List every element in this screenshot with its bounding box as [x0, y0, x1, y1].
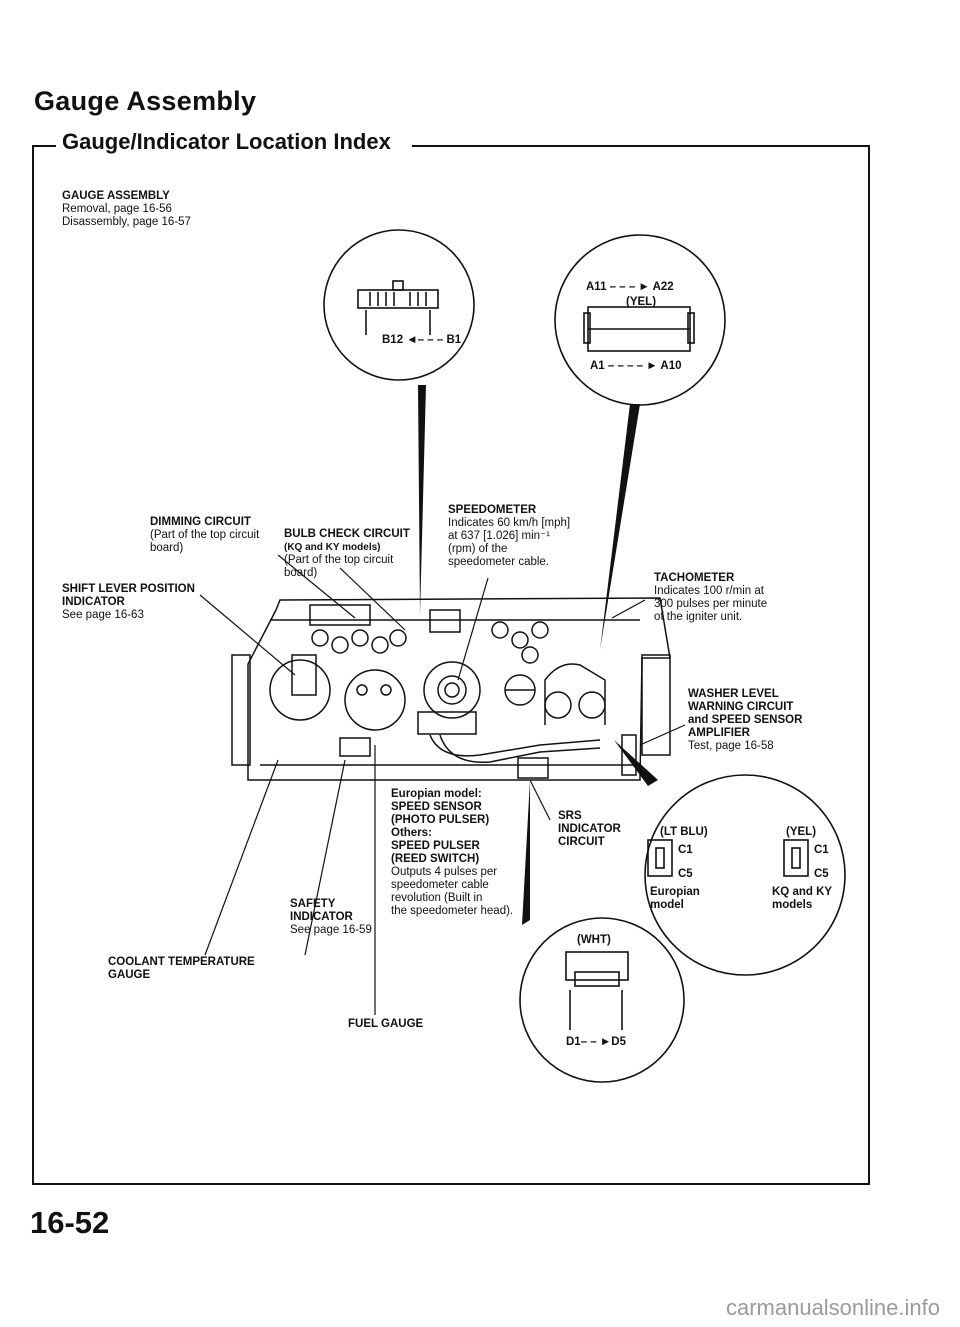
- speed-sensor-h4: Others:: [391, 827, 432, 839]
- shift-lever-label: SHIFT LEVER POSITION INDICATOR See page …: [62, 583, 195, 622]
- bulb-line1: (Part of the top circuit: [284, 554, 394, 566]
- connector-c-left-c5: C5: [678, 868, 693, 880]
- speed-sensor-h2: SPEED SENSOR: [391, 801, 482, 813]
- washer-h2: WARNING CIRCUIT: [688, 701, 794, 713]
- tachometer-line1: Indicates 100 r/min at: [654, 585, 764, 597]
- watermark: carmanualsonline.info: [725, 1295, 940, 1320]
- speedometer-line1: Indicates 60 km/h [mph]: [448, 517, 571, 529]
- tachometer-line3: of the igniter unit.: [654, 611, 743, 623]
- speedometer-line3: (rpm) of the: [448, 543, 508, 555]
- speed-sensor-h3: (PHOTO PULSER): [391, 814, 490, 826]
- connector-d-circle: [519, 917, 685, 1083]
- safety-h2: INDICATOR: [290, 911, 353, 923]
- connector-c-right-c5: C5: [814, 868, 829, 880]
- speed-sensor-h6: (REED SWITCH): [391, 853, 480, 865]
- connector-a-color: (YEL): [626, 296, 657, 308]
- connector-c-circle: [644, 774, 846, 976]
- connector-c-left-color: (LT BLU): [660, 826, 708, 838]
- fuel-gauge-label: FUEL GAUGE: [348, 1018, 424, 1030]
- page-title: Gauge Assembly: [34, 86, 257, 116]
- washer-h4: AMPLIFIER: [688, 727, 750, 739]
- bulb-line2: board): [284, 567, 318, 579]
- connector-c-right-c1: C1: [814, 844, 829, 856]
- speedometer-heading: SPEEDOMETER: [448, 504, 537, 516]
- dimming-heading: DIMMING CIRCUIT: [150, 516, 251, 528]
- safety-h1: SAFETY: [290, 898, 336, 910]
- connector-b-circle: [323, 229, 475, 381]
- gauge-assembly-reference: GAUGE ASSEMBLY Removal, page 16-56 Disas…: [62, 190, 191, 229]
- frame-top-left: [32, 145, 56, 147]
- connector-a-top: A11 – – – ► A22: [586, 281, 674, 293]
- section-subtitle: Gauge/Indicator Location Index: [62, 129, 391, 154]
- shift-heading2: INDICATOR: [62, 596, 125, 608]
- frame-left: [32, 145, 34, 1185]
- connector-c-right-color: (YEL): [786, 826, 817, 838]
- safety-indicator-label: SAFETY INDICATOR See page 16-59: [290, 898, 372, 937]
- frame-bottom: [32, 1183, 870, 1185]
- connector-d-icon: [565, 951, 629, 1030]
- connector-a-icon: [583, 306, 695, 352]
- speedometer-line4: speedometer cable.: [448, 556, 550, 568]
- bulb-check-label: BULB CHECK CIRCUIT (KQ and KY models) (P…: [284, 528, 410, 580]
- bulb-heading2: (KQ and KY models): [284, 542, 381, 553]
- washer-h3: and SPEED SENSOR: [688, 714, 803, 726]
- washer-level-label: WASHER LEVEL WARNING CIRCUIT and SPEED S…: [688, 688, 802, 753]
- left-model-line1: Europian: [650, 886, 700, 898]
- safety-page-link[interactable]: See page 16-59: [290, 924, 372, 936]
- speed-sensor-line2: speedometer cable: [391, 879, 489, 891]
- coolant-h1: COOLANT TEMPERATURE: [108, 956, 255, 968]
- disassembly-page-link[interactable]: Disassembly, page 16-57: [62, 216, 191, 228]
- connector-c-left-c1: C1: [678, 844, 693, 856]
- frame-right: [868, 145, 870, 1185]
- shift-page-link[interactable]: See page 16-63: [62, 609, 144, 621]
- speed-sensor-line1: Outputs 4 pulses per: [391, 866, 498, 878]
- connector-a-bottom: A1 – – – – ► A10: [590, 360, 682, 372]
- removal-page-link[interactable]: Removal, page 16-56: [62, 203, 172, 215]
- connector-d-range: D1– – ►D5: [566, 1036, 626, 1048]
- connector-b-icon: [357, 280, 439, 335]
- tachometer-heading: TACHOMETER: [654, 572, 735, 584]
- right-model-line1: KQ and KY: [772, 886, 833, 898]
- speed-sensor-line3: revolution (Built in: [391, 892, 483, 904]
- coolant-h2: GAUGE: [108, 969, 151, 981]
- gauge-body: [231, 597, 671, 781]
- speed-sensor-h5: SPEED PULSER: [391, 840, 480, 852]
- speed-sensor-h1: Europian model:: [391, 788, 482, 800]
- left-model-line2: model: [650, 899, 684, 911]
- speedometer-line2: at 637 [1.026] min⁻¹: [448, 530, 550, 542]
- connector-c-right-model: KQ and KY models: [772, 886, 832, 912]
- shift-heading1: SHIFT LEVER POSITION: [62, 583, 195, 595]
- page-number: 16-52: [30, 1205, 110, 1240]
- connector-c-icons: [647, 839, 809, 877]
- connector-a-circle: [554, 234, 726, 406]
- leader-lines: [199, 554, 686, 1015]
- tachometer-label: TACHOMETER Indicates 100 r/min at 300 pu…: [654, 572, 767, 624]
- coolant-gauge-label: COOLANT TEMPERATURE GAUGE: [108, 956, 255, 982]
- srs-indicator-label: SRS INDICATOR CIRCUIT: [558, 810, 621, 849]
- connector-c-left-model: Europian model: [650, 886, 700, 912]
- frame-top-right: [412, 145, 870, 147]
- dimming-line2: board): [150, 542, 184, 554]
- bulb-heading: BULB CHECK CIRCUIT: [284, 528, 410, 540]
- gauge-assembly-heading: GAUGE ASSEMBLY: [62, 190, 170, 202]
- speed-sensor-label: Europian model: SPEED SENSOR (PHOTO PULS…: [391, 788, 513, 918]
- tachometer-line2: 300 pulses per minute: [654, 598, 768, 610]
- right-model-line2: models: [772, 899, 813, 911]
- washer-page-link[interactable]: Test, page 16-58: [688, 740, 774, 752]
- dimming-line1: (Part of the top circuit: [150, 529, 260, 541]
- speed-sensor-line4: the speedometer head).: [391, 905, 514, 917]
- connector-d-color: (WHT): [577, 934, 611, 946]
- dimming-circuit-label: DIMMING CIRCUIT (Part of the top circuit…: [150, 516, 259, 555]
- srs-h3: CIRCUIT: [558, 836, 605, 848]
- srs-h2: INDICATOR: [558, 823, 621, 835]
- connector-pointers: [418, 385, 658, 925]
- washer-h1: WASHER LEVEL: [688, 688, 779, 700]
- srs-h1: SRS: [558, 810, 582, 822]
- speedometer-label: SPEEDOMETER Indicates 60 km/h [mph] at 6…: [448, 504, 570, 569]
- connector-b-range: B12 ◄– – – B1: [382, 334, 462, 346]
